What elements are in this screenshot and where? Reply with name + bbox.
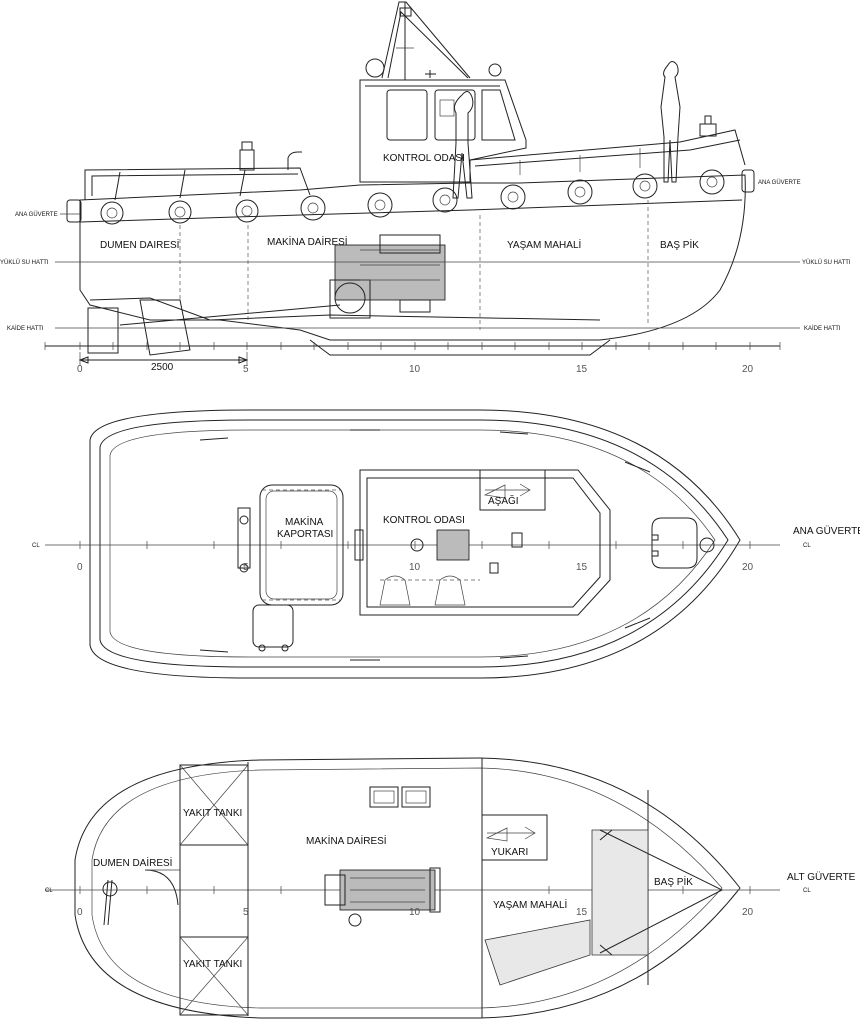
label-makina: MAKİNA <box>285 515 324 528</box>
label-ana-guverte-deck: ANA GÜVERTE <box>793 525 860 537</box>
label-yakit-tanki-bottom: YAKIT TANKI <box>183 959 242 970</box>
steering-gear <box>102 869 180 926</box>
label-yakit-tanki-top: YAKIT TANKI <box>183 808 242 819</box>
label-kaportasi: KAPORTASI <box>277 529 333 540</box>
dimension-2500: 2500 <box>151 362 174 373</box>
label-asagi: AŞAĞI <box>488 494 519 507</box>
label-cl-left-lower: CL <box>45 888 53 894</box>
label-yasam-mahali-lower: YAŞAM MAHALİ <box>493 898 567 911</box>
label-makina-dairesi-lower: MAKİNA DAİRESİ <box>306 834 387 847</box>
side-scale-tick-10: 10 <box>409 364 421 375</box>
keel-skeg-rudder <box>87 297 611 356</box>
line-label-ana-guverte-left: ANA GÜVERTE <box>15 211 58 218</box>
deckhouse-kontrol-odasi <box>354 469 611 616</box>
side-label-kontrol-odasi: KONTROL ODASI <box>383 153 465 164</box>
label-cl-right-main: CL <box>803 543 811 549</box>
wheelhouse <box>359 79 527 183</box>
asagi-stair-arrow <box>483 483 531 499</box>
mast <box>365 1 502 80</box>
lower-scale-tick-10: 10 <box>409 907 421 918</box>
person-figure-bow <box>660 61 681 183</box>
main-scale-tick-0: 0 <box>77 562 83 573</box>
engine-side <box>329 234 446 319</box>
fuel-tank-bottom <box>179 936 249 1016</box>
side-view: DUMEN DAIRESİ MAKİNA DAİRESİ YAŞAM MAHAL… <box>0 1 851 375</box>
engine-plan <box>324 867 441 927</box>
main-scale-tick-15: 15 <box>576 562 588 573</box>
side-scale-tick-0: 0 <box>77 364 83 375</box>
main-scale-tick-5: 5 <box>243 562 249 573</box>
label-bas-pik-lower: BAŞ PİK <box>654 875 693 888</box>
side-scale-tick-15: 15 <box>576 364 588 375</box>
bunk-forward <box>591 829 649 956</box>
label-kontrol-odasi-deck: KONTROL ODASI <box>383 515 465 526</box>
side-scale-tick-5: 5 <box>243 364 249 375</box>
yukari-stair <box>481 814 548 861</box>
makina-kaportasi-hatch <box>259 484 344 606</box>
side-scale <box>44 342 781 366</box>
label-cl-left-main: CL <box>32 543 40 549</box>
lower-scale-tick-15: 15 <box>576 907 588 918</box>
side-label-makina-dairesi: MAKİNA DAİRESİ <box>267 235 348 248</box>
lower-scale-tick-20: 20 <box>742 907 754 918</box>
side-scale-tick-20: 20 <box>742 364 754 375</box>
label-dumen-dairesi-lower: DUMEN DAİRESİ <box>93 856 172 869</box>
aft-superstructure <box>84 141 311 201</box>
line-label-yuklu-su-hatti-left: YÜKLÜ SU HATTI <box>0 259 49 266</box>
lower-deck-hull-outline <box>74 757 741 1019</box>
side-label-bas-pik: BAŞ PİK <box>660 238 699 251</box>
battery-boxes <box>369 786 431 808</box>
fuel-tank-top <box>179 764 249 846</box>
main-deck-hull-outline <box>89 409 741 679</box>
main-scale-tick-20: 20 <box>742 562 754 573</box>
forward-bollard <box>651 517 715 569</box>
label-alt-guverte-deck: ALT GÜVERTE <box>787 871 856 883</box>
side-label-yasam-mahali: YAŞAM MAHALİ <box>507 238 581 251</box>
aft-bollard <box>237 507 251 569</box>
main-deck-scale <box>79 541 751 549</box>
hull-profile <box>66 169 755 341</box>
lower-scale-tick-0: 0 <box>77 907 83 918</box>
label-cl-right-lower: CL <box>803 888 811 894</box>
line-label-kaide-hatti-left: KAİDE HATTI <box>7 325 44 332</box>
line-label-kaide-hatti-right: KAİDE HATTI <box>804 325 841 332</box>
line-label-yuklu-su-hatti-right: YÜKLÜ SU HATTI <box>802 259 851 266</box>
bunk-aft-lower <box>484 919 591 986</box>
fender-tyres <box>100 169 725 225</box>
main-deck-plan: MAKİNA KAPORTASI KONTROL ODASI AŞAĞI ANA… <box>32 409 860 679</box>
deck-rubbing-strips <box>199 429 651 661</box>
line-label-ana-guverte-right: ANA GÜVERTE <box>758 179 801 186</box>
main-scale-tick-10: 10 <box>409 562 421 573</box>
lower-deck-plan: YAKIT TANKI YAKIT TANKI MAKİNA DAİRESİ D… <box>45 757 856 1019</box>
side-label-dumen-dairesi: DUMEN DAIRESİ <box>100 238 179 251</box>
lower-scale-tick-5: 5 <box>243 907 249 918</box>
person-figure-wheelhouse <box>452 91 474 199</box>
label-yukari: YUKARI <box>491 847 528 858</box>
small-deck-hatch <box>252 604 294 652</box>
